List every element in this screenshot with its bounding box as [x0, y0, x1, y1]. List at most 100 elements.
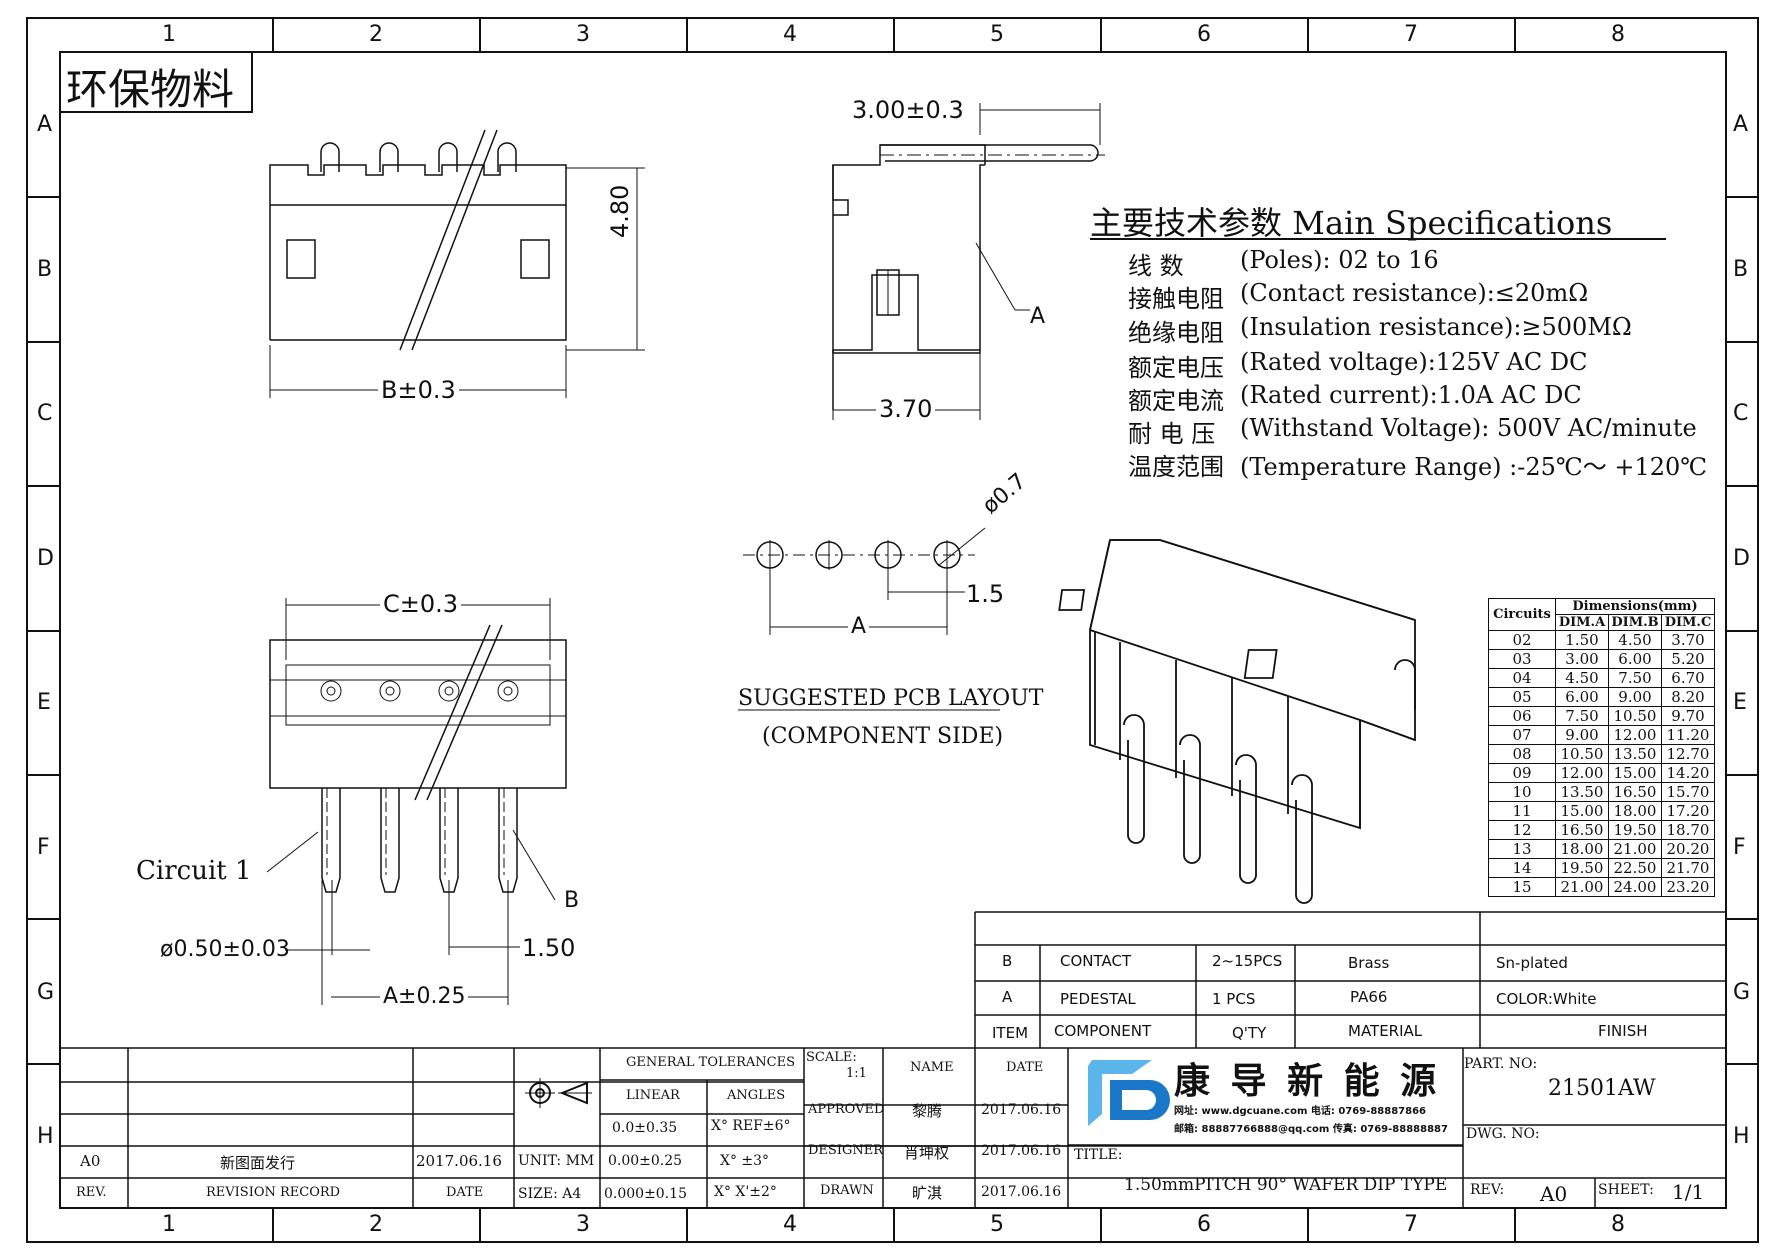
name-header: NAME — [910, 1060, 954, 1075]
date-header: DATE — [1006, 1060, 1044, 1075]
dim-table-value-cell: 20.20 — [1661, 839, 1715, 859]
dim-table-value-cell: 8.20 — [1661, 687, 1715, 707]
row-label-b: B — [37, 257, 53, 282]
dim-table-header-circuits: Circuits — [1488, 598, 1556, 631]
col-label-bottom-2: 2 — [369, 1212, 383, 1237]
tolerance-linear-header: LINEAR — [626, 1088, 680, 1103]
sheet-label: SHEET: — [1598, 1182, 1654, 1198]
dim-table-value-cell: 10.50 — [1608, 706, 1662, 726]
bottom-view — [266, 598, 567, 1005]
dim-table-value-cell: 18.00 — [1555, 839, 1609, 859]
scale-value: 1:1 — [846, 1066, 867, 1081]
dwg-no-label: DWG. NO: — [1466, 1126, 1540, 1142]
title-value: 1.50mmPITCH 90° WAFER DIP TYPE — [1124, 1175, 1448, 1195]
drawn-name: 旷淇 — [912, 1184, 943, 1202]
dim-table-value-cell: 21.70 — [1661, 858, 1715, 878]
approved-date: 2017.06.16 — [981, 1102, 1062, 1118]
dim-pin-pitch: 1.50 — [522, 934, 576, 962]
col-label-5: 5 — [990, 22, 1004, 47]
company-contact-line1: 网址: www.dgcuane.com 电话: 0769-88887866 — [1174, 1106, 1426, 1117]
dim-table-value-cell: 6.00 — [1608, 649, 1662, 669]
approved-label: APPROVED — [808, 1102, 885, 1117]
bom-row-a-finish: COLOR:White — [1496, 990, 1597, 1008]
dim-table-circuit-cell: 09 — [1488, 763, 1556, 783]
row-label-f: F — [37, 835, 50, 860]
part-no-label: PART. NO: — [1464, 1056, 1538, 1072]
tolerance-linear-3: 0.000±0.15 — [604, 1186, 687, 1202]
bom-row-b-material: Brass — [1348, 954, 1390, 972]
dim-table-circuit-cell: 12 — [1488, 820, 1556, 840]
dim-table-circuit-cell: 14 — [1488, 858, 1556, 878]
dim-table-value-cell: 12.00 — [1608, 725, 1662, 745]
bom-row-b-item: B — [1002, 952, 1013, 970]
spec-row-contact-en: (Contact resistance):≤20mΩ — [1240, 279, 1589, 307]
dim-table-circuit-cell: 06 — [1488, 706, 1556, 726]
bom-header-material: MATERIAL — [1348, 1022, 1423, 1040]
col-label-7: 7 — [1404, 22, 1418, 47]
spec-row-insulation-cn: 绝缘电阻 — [1128, 319, 1224, 347]
dim-table-value-cell: 18.70 — [1661, 820, 1715, 840]
row-label-d: D — [37, 546, 54, 571]
bom-header-item: ITEM — [992, 1024, 1029, 1042]
dim-height: 4.80 — [606, 184, 634, 238]
dim-table-value-cell: 15.00 — [1608, 763, 1662, 783]
spec-row-contact-cn: 接触电阻 — [1128, 285, 1224, 313]
dim-table-circuit-cell: 13 — [1488, 839, 1556, 859]
designer-name: 肖坤权 — [904, 1144, 950, 1162]
callout-b: B — [564, 888, 580, 913]
dim-table-value-cell: 15.70 — [1661, 782, 1715, 802]
bom-row-a-qty: 1 PCS — [1212, 990, 1256, 1008]
row-label-right-a: A — [1733, 112, 1749, 137]
col-label-6: 6 — [1197, 22, 1211, 47]
designer-label: DESIGNER — [808, 1143, 883, 1158]
drawn-date: 2017.06.16 — [981, 1184, 1062, 1200]
unit-label: UNIT: MM — [518, 1153, 595, 1169]
part-no-value: 21501AW — [1548, 1076, 1656, 1101]
col-label-2: 2 — [369, 22, 383, 47]
bom-row-a-item: A — [1002, 988, 1013, 1006]
spec-row-poles-cn: 线 数 — [1128, 252, 1184, 280]
approved-name: 黎腾 — [912, 1102, 943, 1120]
spec-title: 主要技术参数 Main Specifications — [1090, 204, 1613, 242]
dim-table-value-cell: 6.70 — [1661, 668, 1715, 688]
designer-date: 2017.06.16 — [981, 1143, 1062, 1159]
tolerances-title: GENERAL TOLERANCES — [626, 1055, 796, 1070]
revision-record: 新图面发行 — [220, 1154, 296, 1172]
dim-side-top: 3.00±0.3 — [852, 96, 964, 124]
circuit-1-label: Circuit 1 — [136, 856, 252, 886]
dim-side-bottom: 3.70 — [876, 395, 936, 423]
dim-table-value-cell: 7.50 — [1608, 668, 1662, 688]
row-label-c: C — [37, 401, 53, 426]
dim-table-value-cell: 13.50 — [1608, 744, 1662, 764]
spec-row-temperature-cn: 温度范围 — [1128, 453, 1224, 481]
col-label-bottom-4: 4 — [783, 1212, 797, 1237]
col-label-bottom-5: 5 — [990, 1212, 1004, 1237]
rev-value: A0 — [1540, 1182, 1568, 1206]
dim-table-value-cell: 12.00 — [1555, 763, 1609, 783]
zone-ticks — [27, 18, 1758, 1242]
tolerance-angles-header: ANGLES — [727, 1088, 786, 1103]
dim-table-circuit-cell: 10 — [1488, 782, 1556, 802]
row-label-right-f: F — [1733, 835, 1746, 860]
col-label-bottom-8: 8 — [1611, 1212, 1625, 1237]
dim-table-value-cell: 9.70 — [1661, 706, 1715, 726]
dim-table-value-cell: 21.00 — [1555, 877, 1609, 897]
row-label-h: H — [37, 1124, 54, 1149]
side-callout-a: A — [1030, 304, 1046, 329]
dim-table-col-c: DIM.C — [1661, 614, 1715, 631]
dim-table-circuit-cell: 03 — [1488, 649, 1556, 669]
tolerance-linear-1: 0.0±0.35 — [612, 1120, 678, 1136]
dim-pcb-a: A — [848, 614, 870, 639]
dim-table-col-b: DIM.B — [1608, 614, 1662, 631]
dim-table-value-cell: 19.50 — [1608, 820, 1662, 840]
dim-table-circuit-cell: 08 — [1488, 744, 1556, 764]
